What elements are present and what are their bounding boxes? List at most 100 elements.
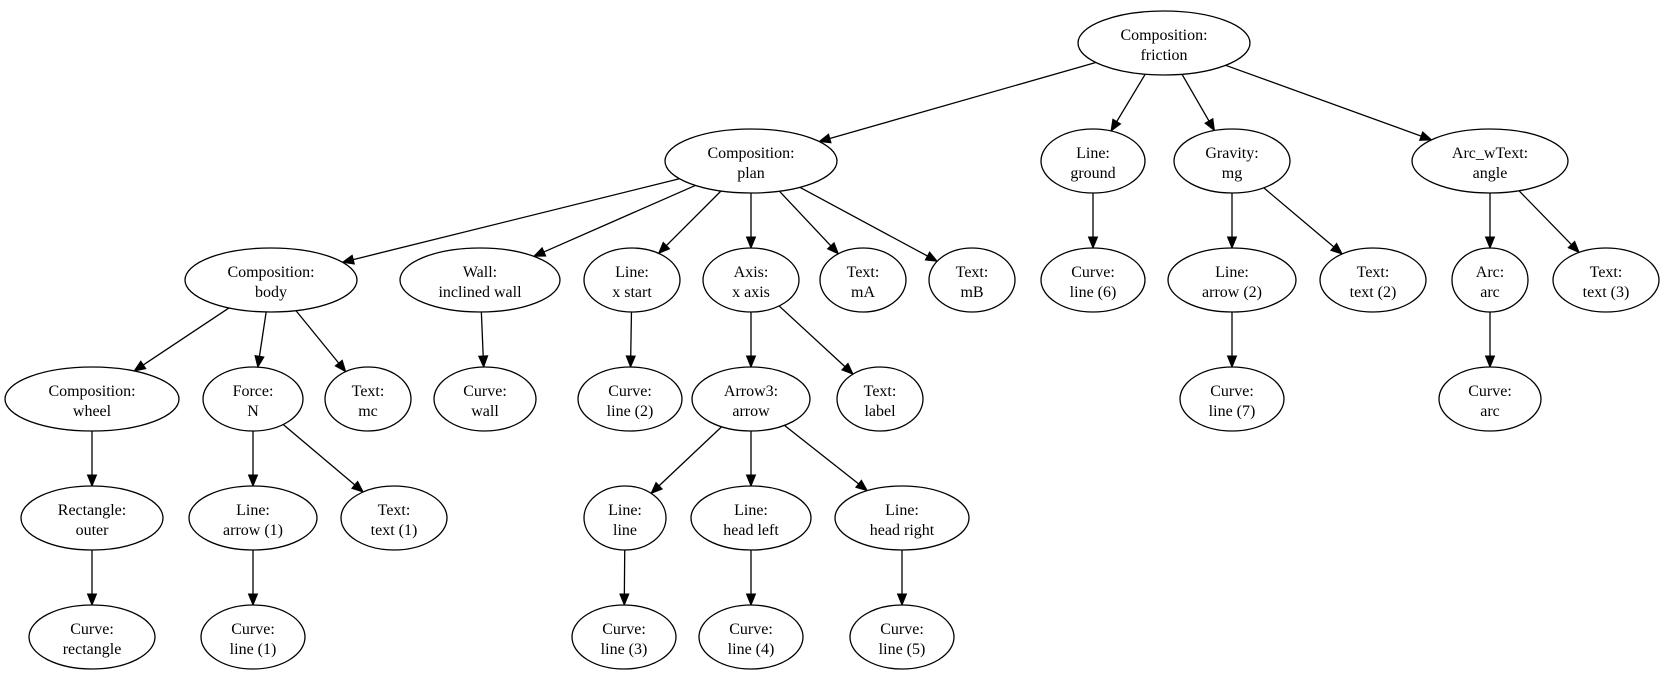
node-text-label: Text: label: [836, 366, 924, 432]
edge-arrow-to-headright: [784, 424, 869, 492]
edge-angle-to-arc: [1484, 193, 1496, 250]
node-type-label: Curve:: [1468, 383, 1512, 400]
edge-line: [353, 178, 680, 261]
edge-arrow1-to-line1: [247, 550, 259, 607]
node-type-label: Curve:: [880, 621, 924, 638]
node-curve-wall: Curve: wall: [433, 366, 537, 432]
edge-line: [665, 190, 722, 247]
node-name-label: arrow (2): [1202, 284, 1262, 301]
edge-wheel-to-outer: [86, 431, 98, 488]
node-name-label: angle: [1473, 165, 1508, 182]
edge-xstart-to-line2: [625, 311, 636, 369]
node-ellipse: [819, 247, 907, 313]
node-name-label: line (4): [728, 641, 775, 658]
edge-linel-to-line3: [619, 549, 630, 607]
node-arc-arc: Arc:arc: [1451, 247, 1529, 313]
node-name-label: arrow: [732, 403, 770, 420]
node-line-head-left: Line:head left: [690, 485, 812, 551]
node-arc-wtext-angle: Arc_wText:angle: [1411, 128, 1569, 194]
edge-line: [258, 311, 267, 357]
node-ellipse: [836, 366, 924, 432]
node-ellipse: [698, 604, 804, 670]
arrowhead: [254, 354, 265, 369]
node-type-label: Curve:: [1210, 383, 1254, 400]
arrowhead: [1329, 242, 1344, 255]
node-type-label: Force:: [233, 383, 274, 400]
edge-line: [1225, 64, 1422, 137]
node-type-label: Curve:: [608, 383, 652, 400]
arrowhead: [745, 355, 757, 369]
node-ellipse: [577, 366, 683, 432]
node-type-label: Axis:: [734, 264, 769, 281]
node-name-label: wall: [471, 403, 499, 420]
edge-arc-to-arccurve: [1484, 312, 1496, 369]
arrowhead: [854, 479, 869, 492]
arrowhead: [896, 593, 908, 607]
node-name-label: line (5): [879, 641, 926, 658]
node-curve-rectangle: Curve:rectangle: [28, 604, 156, 670]
node-name-label: body: [255, 284, 287, 301]
node-name-label: friction: [1140, 47, 1187, 64]
node-line-arrow-2: Line:arrow (2): [1167, 247, 1297, 313]
edge-ground-to-line6: [1087, 193, 1099, 250]
node-name-label: x start: [612, 284, 652, 301]
node-ellipse: [202, 366, 304, 432]
edge-plan-to-xaxis: [745, 193, 757, 250]
node-type-label: Text:: [1357, 264, 1390, 281]
edges: [86, 61, 1581, 607]
arrowhead: [1418, 130, 1433, 141]
arrowhead: [657, 241, 671, 255]
edge-xaxis-to-arrow: [745, 312, 757, 369]
node-ellipse: [690, 485, 812, 551]
node-ellipse: [583, 247, 681, 313]
node-ellipse: [928, 247, 1016, 313]
node-name-label: label: [864, 403, 896, 420]
node-line-ground: Line: ground: [1040, 128, 1146, 194]
arrowhead: [133, 360, 147, 372]
node-type-label: Composition:: [48, 383, 135, 400]
node-wall-inclined-wall: Wall:inclined wall: [399, 247, 561, 313]
node-type-label: Text:: [864, 383, 897, 400]
node-type-label: Composition:: [1120, 27, 1207, 44]
node-type-label: Curve:: [463, 383, 507, 400]
node-name-label: head right: [870, 522, 935, 539]
node-ellipse: [188, 485, 318, 551]
arrowhead: [532, 246, 547, 257]
edge-angle-to-text3: [1518, 190, 1581, 254]
node-type-label: Line:: [1076, 145, 1110, 162]
node-ellipse: [702, 247, 800, 313]
node-type-label: Text:: [1590, 264, 1623, 281]
arrowhead: [1226, 236, 1238, 250]
edge-line: [295, 310, 340, 364]
node-type-label: Curve:: [602, 621, 646, 638]
arrowhead: [477, 355, 489, 369]
arrowhead: [745, 474, 757, 488]
node-name-label: wheel: [73, 403, 112, 420]
node-ellipse: [200, 604, 306, 670]
node-name-label: ground: [1070, 165, 1115, 182]
arrowhead: [1484, 355, 1496, 369]
node-curve-line-4: Curve:line (4): [698, 604, 804, 670]
node-ellipse: [1173, 128, 1291, 194]
edge-friction-to-angle: [1225, 64, 1433, 141]
edge-line: [142, 307, 230, 366]
edge-outer-to-rectangle: [86, 550, 98, 607]
node-curve-line-3: Curve:line (3): [571, 604, 677, 670]
node-ellipse: [1319, 247, 1427, 313]
arrowhead: [247, 474, 259, 488]
arrowhead: [86, 593, 98, 607]
edge-N-to-arrow1: [247, 431, 259, 488]
node-ellipse: [849, 604, 955, 670]
node-composition-plan: Composition:plan: [664, 128, 838, 194]
node-ellipse: [1552, 247, 1660, 313]
node-curve-line-6: Curve:line (6): [1040, 247, 1146, 313]
node-line-line: Line:line: [583, 485, 667, 551]
node-name-label: mB: [960, 284, 983, 301]
node-text-ma: Text:mA: [819, 247, 907, 313]
node-ellipse: [1411, 128, 1569, 194]
edge-friction-to-mg: [1181, 73, 1216, 132]
node-name-label: line (7): [1209, 403, 1256, 420]
arrowhead: [1087, 236, 1099, 250]
node-rectangle-outer: Rectangle:outer: [20, 485, 164, 551]
node-type-label: Line:: [236, 502, 270, 519]
